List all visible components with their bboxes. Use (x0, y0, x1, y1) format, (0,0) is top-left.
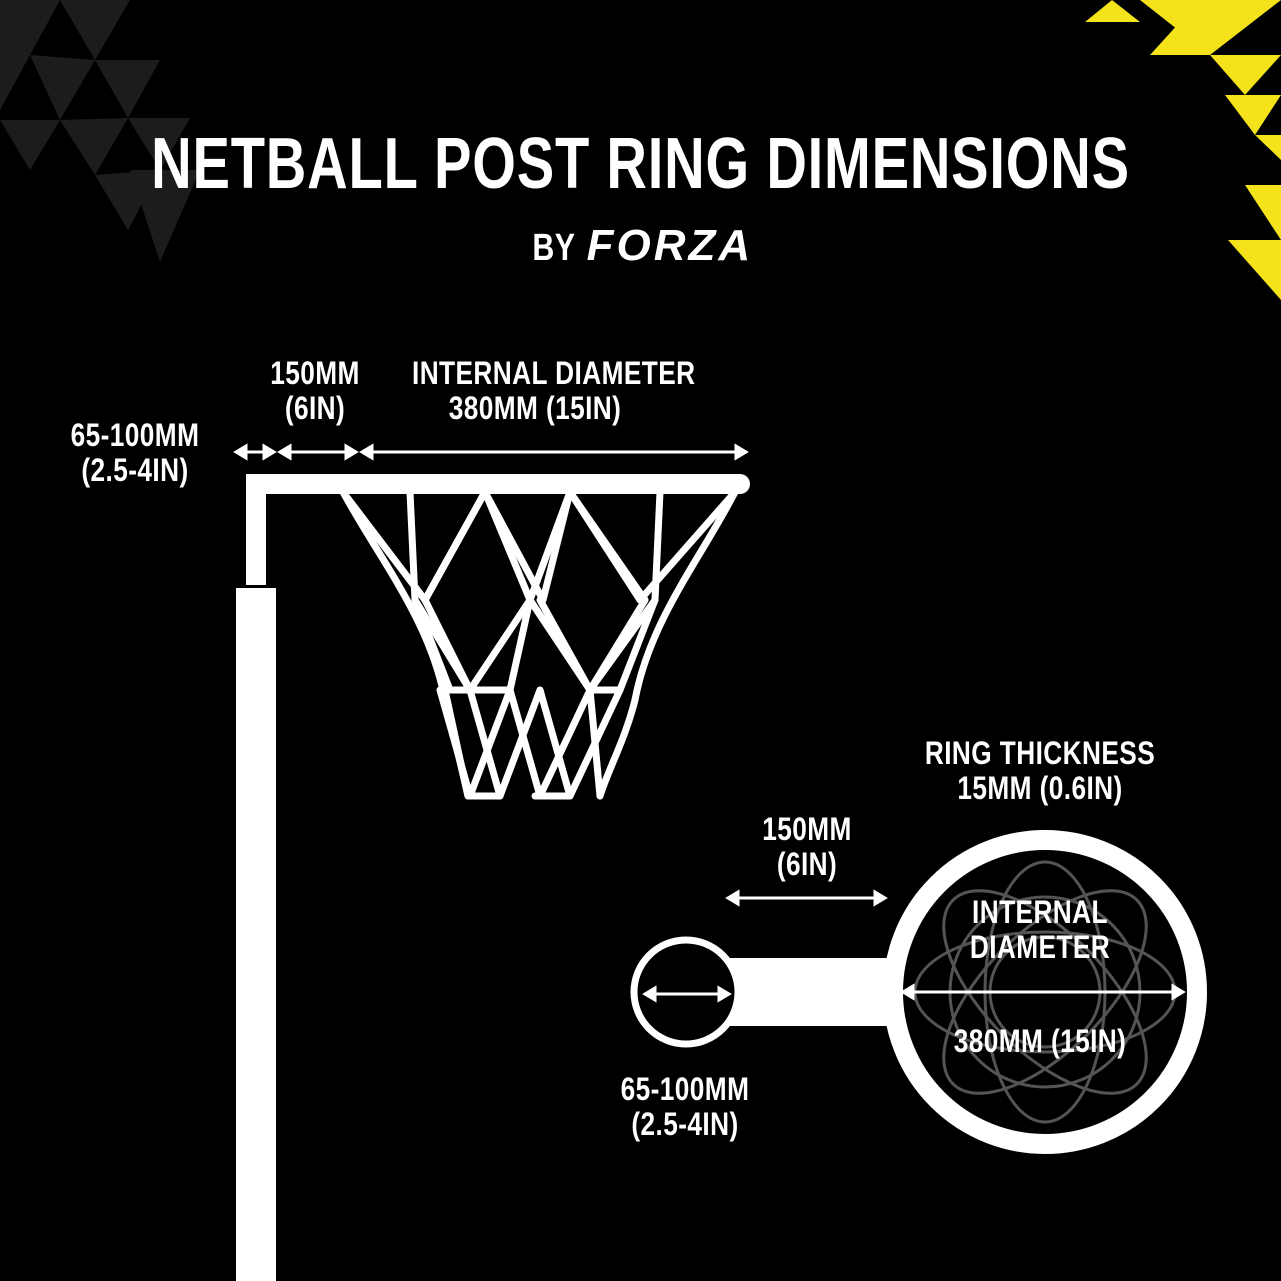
top-internal-diameter-value: 380MM (15IN) (953, 1023, 1127, 1059)
side-internal-diameter-value: 380MM (15IN) (448, 389, 622, 426)
net (339, 488, 739, 800)
post-bracket (246, 474, 750, 585)
top-internal-diameter-title-1: INTERNAL (972, 894, 1108, 930)
top-ring-thickness-title: RING THICKNESS (924, 735, 1156, 771)
top-ring-thickness-value: 15MM (0.6IN) (957, 769, 1123, 806)
post-pole (236, 588, 276, 1281)
gray-triangle-pattern (0, 0, 200, 262)
top-offset-label: 150MM (6IN) (746, 812, 869, 881)
top-post-width-label: 65-100MM (2.5-4IN) (607, 1072, 763, 1141)
side-offset-in: (6IN) (284, 389, 346, 426)
ring-arm (720, 958, 900, 1026)
post-cross-section (630, 936, 742, 1048)
byline-prefix: BY (532, 227, 576, 269)
side-post-width-in: (2.5-4IN) (81, 451, 189, 488)
side-post-width-label: 65-100MM (2.5-4IN) (57, 418, 213, 487)
side-offset-mm: 150MM (270, 355, 360, 391)
top-post-width-in: (2.5-4IN) (631, 1105, 739, 1142)
top-dimension-arrows (642, 889, 1186, 1003)
side-offset-label: 150MM (6IN) (254, 356, 377, 425)
side-post-width-mm: 65-100MM (70, 417, 200, 453)
top-offset-in: (6IN) (776, 845, 838, 882)
top-post-width-mm: 65-100MM (620, 1071, 750, 1107)
side-dimension-arrows (233, 443, 749, 461)
page-title: NETBALL POST RING DIMENSIONS (151, 124, 1130, 204)
top-internal-diameter-label: INTERNAL DIAMETER (958, 895, 1122, 964)
brand-logo-text: FORZA (586, 221, 754, 270)
accent-triangle-pattern (1085, 0, 1281, 300)
top-offset-mm: 150MM (762, 811, 852, 847)
top-internal-diameter-title-2: DIAMETER (969, 928, 1111, 965)
top-ring-thickness-label: RING THICKNESS 15MM (0.6IN) (921, 736, 1159, 805)
side-internal-diameter-label: INTERNAL DIAMETER 380MM (15IN) (412, 355, 696, 426)
side-internal-diameter-title: INTERNAL DIAMETER (412, 355, 696, 391)
